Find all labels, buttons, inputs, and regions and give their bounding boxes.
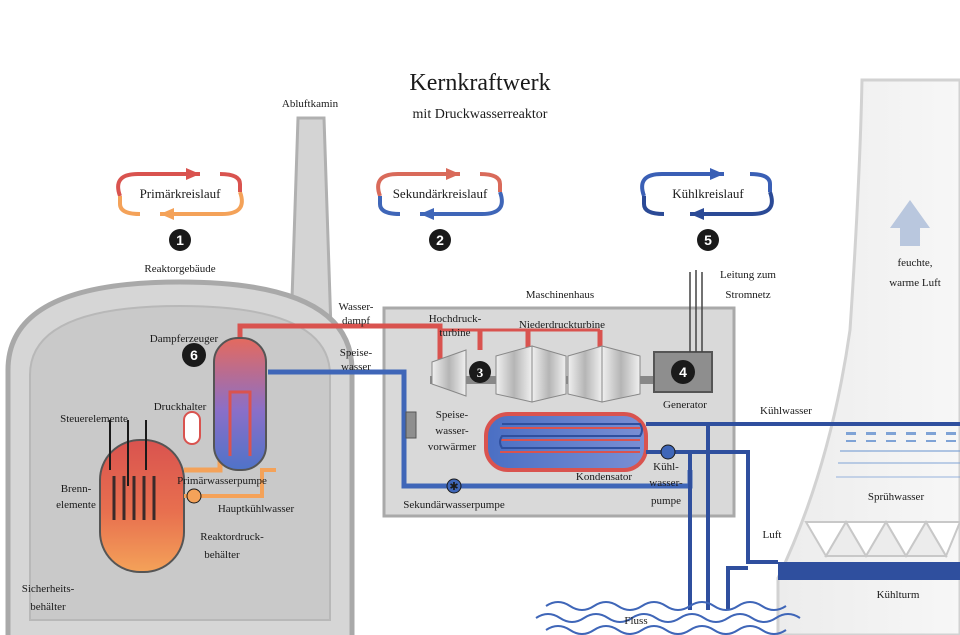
label-lp-turbine: Niederdruckturbine — [519, 319, 605, 331]
page-subtitle: mit Druckwasserreaktor — [413, 107, 548, 122]
label-reactor-vessel-2: behälter — [204, 549, 240, 561]
label-exhaust-stack: Abluftkamin — [282, 98, 339, 110]
label-steam-generator: Dampferzeuger — [150, 333, 219, 345]
up-arrow-icon — [890, 200, 930, 246]
step-marker-4 — [671, 360, 695, 384]
step-marker-3 — [469, 361, 491, 383]
cooling-tower — [776, 78, 960, 635]
label-cw-pump-1: Kühl- — [653, 461, 679, 473]
label-fuel-1: Brenn- — [61, 483, 92, 495]
label-cooling-tower: Kühlturm — [877, 589, 920, 601]
cooling-pump-icon — [660, 444, 676, 460]
step-marker-6 — [182, 343, 206, 367]
steam-pipe — [237, 323, 443, 376]
loop-secondary-icon — [376, 168, 504, 220]
control-rods — [109, 420, 147, 486]
label-river: Fluss — [624, 615, 647, 627]
condenser-vessel — [484, 412, 648, 472]
label-main-coolant-pump: Hauptkühlwasser — [218, 503, 295, 515]
step-marker-4-text: 4 — [679, 364, 687, 380]
label-steam-1: Wasser- — [339, 301, 374, 313]
reactor-pressure-vessel — [99, 439, 185, 573]
label-air: Luft — [763, 529, 782, 541]
river-waves — [535, 601, 801, 635]
label-feedwater-2: wasser — [341, 361, 371, 373]
label-steam-2: dampf — [342, 315, 370, 327]
label-control-rods: Steuerelemente — [60, 413, 128, 425]
label-feedwater-1: Speise- — [340, 347, 373, 359]
label-fuel-2: elemente — [56, 499, 96, 511]
tower-fill-pack — [804, 520, 960, 559]
loop-cooling-number: 5 — [704, 232, 712, 248]
label-cw-pump-2: wasser- — [649, 477, 683, 489]
label-preheater-1: Speise- — [436, 409, 469, 421]
secondary-pump-icon — [446, 478, 462, 494]
label-preheater-2: wasser- — [435, 425, 469, 437]
label-reactor-building: Reaktorgebäude — [144, 263, 215, 275]
loop-primary-icon — [116, 168, 244, 220]
label-preheater-3: vorwärmer — [428, 441, 477, 453]
label-machine-house: Maschinenhaus — [526, 289, 594, 301]
label-spray-water: Sprühwasser — [868, 491, 925, 503]
label-humid-air-1: feuchte, — [897, 257, 932, 269]
loop-secondary-label: Sekundärkreislauf — [393, 186, 488, 201]
step-marker-6-text: 6 — [190, 347, 198, 363]
turbine-set: 3 — [430, 345, 660, 403]
label-reactor-vessel-1: Reaktordruck- — [200, 531, 264, 543]
loop-primary-label: Primärkreislauf — [140, 186, 222, 201]
label-primary-pump: Primärwasserpumpe — [177, 475, 267, 487]
svg-text:✱: ✱ — [449, 481, 458, 493]
spray-droplets — [836, 432, 960, 478]
label-generator: Generator — [663, 399, 707, 411]
loop-primary-number: 1 — [176, 232, 184, 248]
label-condenser: Kondensator — [576, 471, 633, 483]
step-marker-3-text: 3 — [477, 365, 484, 380]
page-title: Kernkraftwerk — [409, 70, 550, 96]
label-cw-pump-3: pumpe — [651, 495, 681, 507]
label-hp-turbine-2: turbine — [439, 327, 470, 339]
label-cooling-water: Kühlwasser — [760, 405, 812, 417]
label-humid-air-2: warme Luft — [889, 277, 941, 289]
label-grid-1: Leitung zum — [720, 269, 776, 281]
loop-cooling-label: Kühlkreislauf — [672, 186, 744, 201]
loop-secondary-number: 2 — [436, 232, 444, 248]
steam-generator-icon — [213, 337, 267, 471]
preheater — [405, 411, 417, 439]
label-containment-1: Sicherheits- — [22, 583, 75, 595]
pressurizer-icon — [183, 411, 201, 445]
label-grid-2: Stromnetz — [725, 289, 770, 301]
label-pressurizer: Druckhalter — [154, 401, 207, 413]
label-containment-2: behälter — [30, 601, 66, 613]
loop-cooling-icon — [640, 168, 774, 220]
label-hp-turbine-1: Hochdruck- — [429, 313, 482, 325]
label-secondary-pump: Sekundärwasserpumpe — [403, 499, 505, 511]
primary-pump-icon — [186, 488, 202, 504]
power-lines — [689, 270, 703, 352]
